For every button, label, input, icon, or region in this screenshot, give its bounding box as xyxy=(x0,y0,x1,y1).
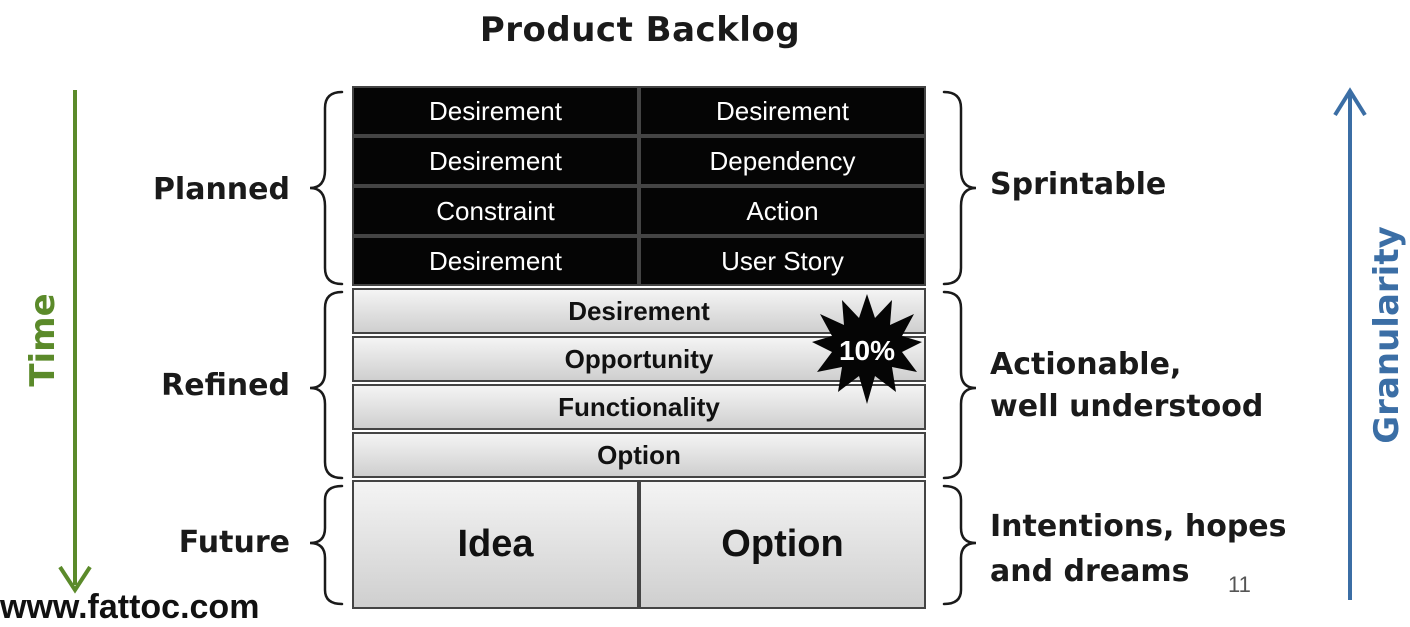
future-cell-option: Option xyxy=(639,480,926,609)
planned-cell: Action xyxy=(639,186,926,236)
refined-row: Functionality xyxy=(352,384,926,430)
planned-grid: Desirement Desirement Desirement Depende… xyxy=(352,86,926,286)
refined-row: Option xyxy=(352,432,926,478)
time-arrow-icon xyxy=(58,90,92,594)
planned-cell: Constraint xyxy=(352,186,639,236)
refined-left-brace-icon xyxy=(309,290,344,480)
future-description-line1: Intentions, hopes xyxy=(990,509,1287,544)
planned-description: Sprintable xyxy=(990,167,1167,202)
planned-cell: Desirement xyxy=(352,236,639,286)
refined-grid: Desirement Opportunity Functionality Opt… xyxy=(352,288,926,480)
future-description-line2: and dreams xyxy=(990,554,1190,589)
future-label: Future xyxy=(178,525,290,560)
planned-cell: User Story xyxy=(639,236,926,286)
diagram-title: Product Backlog xyxy=(479,10,801,50)
future-right-brace-icon xyxy=(942,484,977,606)
footer-url: www.fattoc.com xyxy=(0,588,260,626)
badge-text: 10% xyxy=(839,335,895,366)
future-left-brace-icon xyxy=(309,484,344,606)
planned-label: Planned xyxy=(152,172,290,207)
refined-description-line1: Actionable, xyxy=(990,347,1182,382)
refined-right-brace-icon xyxy=(942,290,977,480)
burst-badge: 10% xyxy=(812,294,922,404)
brace-overlay xyxy=(309,90,977,606)
planned-cell: Dependency xyxy=(639,136,926,186)
starburst-icon xyxy=(812,294,922,404)
future-grid: Idea Option xyxy=(352,480,926,609)
refined-description-line2: well understood xyxy=(990,389,1264,424)
planned-right-brace-icon xyxy=(942,90,977,286)
planned-cell: Desirement xyxy=(352,136,639,186)
planned-cell: Desirement xyxy=(352,86,639,136)
page-number: 11 xyxy=(1228,572,1251,597)
planned-left-brace-icon xyxy=(309,90,344,286)
planned-cell: Desirement xyxy=(639,86,926,136)
refined-label: Refined xyxy=(161,368,290,403)
future-cell-idea: Idea xyxy=(352,480,639,609)
granularity-arrow-icon xyxy=(1333,87,1367,600)
